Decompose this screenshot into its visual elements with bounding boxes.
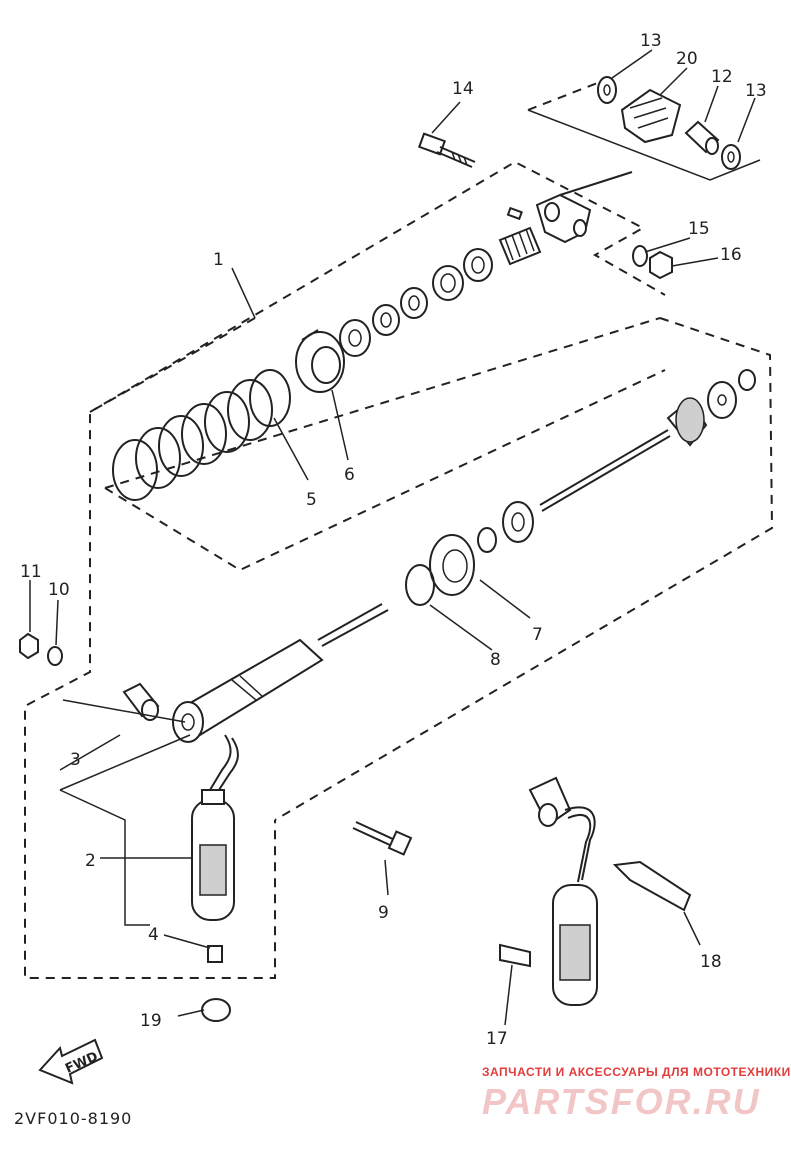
nut-11-part	[19, 632, 39, 660]
callout-11: 11	[20, 562, 42, 582]
clamp-18-part	[612, 860, 692, 912]
callout-8: 8	[490, 650, 501, 670]
reservoir-assembly-part	[499, 776, 692, 1006]
callout-12: 12	[711, 67, 733, 87]
circlip-8-part	[405, 564, 435, 606]
cover-cap-20-part	[620, 88, 682, 144]
spring-seat-stack	[295, 248, 493, 393]
bolt-9-part	[352, 821, 413, 856]
preload-adjuster-part	[498, 206, 542, 266]
upper-bracket-group	[417, 76, 741, 280]
callout-17: 17	[486, 1029, 508, 1049]
washer-10-part	[47, 646, 63, 666]
watermark: ЗАПЧАСТИ И АКСЕССУАРЫ ДЛЯ МОТОТЕХНИКИ PA…	[482, 1065, 791, 1122]
callout-13b: 13	[745, 81, 767, 101]
bump-stop-group	[405, 369, 756, 606]
callout-2: 2	[85, 851, 96, 871]
nut-16-part	[649, 250, 673, 280]
callout-18: 18	[700, 952, 722, 972]
valve-4-part	[207, 945, 223, 963]
lower-seat-7-part	[429, 534, 475, 596]
callout-7: 7	[532, 625, 543, 645]
callout-14: 14	[452, 79, 474, 99]
leader-lines	[29, 49, 756, 1026]
drawing-code: 2VF010-8190	[14, 1109, 132, 1128]
fwd-arrow-icon: FWD	[38, 1038, 104, 1085]
callout-13a: 13	[640, 31, 662, 51]
shock-absorber-2-part	[172, 603, 389, 921]
upper-bracket-part	[535, 171, 633, 244]
coil-spring-5-part	[112, 369, 291, 501]
washer-13a-part	[597, 76, 617, 104]
washer-15-part	[632, 245, 648, 267]
watermark-logo: PARTSFOR.RU	[482, 1081, 761, 1122]
bolt-14-part	[417, 132, 476, 168]
callout-labels: 1 2 3 4 5 6 7 8 9 10 11 12 13 13 14 15 1…	[20, 31, 767, 1049]
assembly-boundary-lines	[24, 81, 774, 979]
callout-1: 1	[213, 250, 224, 270]
callout-9: 9	[378, 903, 389, 923]
callout-19: 19	[140, 1011, 162, 1031]
cap-19-part	[201, 998, 231, 1022]
callout-10: 10	[48, 580, 70, 600]
callout-4: 4	[148, 925, 159, 945]
callout-6: 6	[344, 465, 355, 485]
callout-3: 3	[70, 750, 81, 770]
callout-16: 16	[720, 245, 742, 265]
callout-20: 20	[676, 49, 698, 69]
callout-5: 5	[306, 490, 317, 510]
callout-15: 15	[688, 219, 710, 239]
collar-12-part	[684, 120, 720, 155]
spring-seat-6-part	[295, 329, 345, 393]
watermark-tagline: ЗАПЧАСТИ И АКСЕССУАРЫ ДЛЯ МОТОТЕХНИКИ	[482, 1065, 791, 1079]
washer-13b-part	[721, 144, 741, 170]
band-17-part	[499, 943, 531, 968]
